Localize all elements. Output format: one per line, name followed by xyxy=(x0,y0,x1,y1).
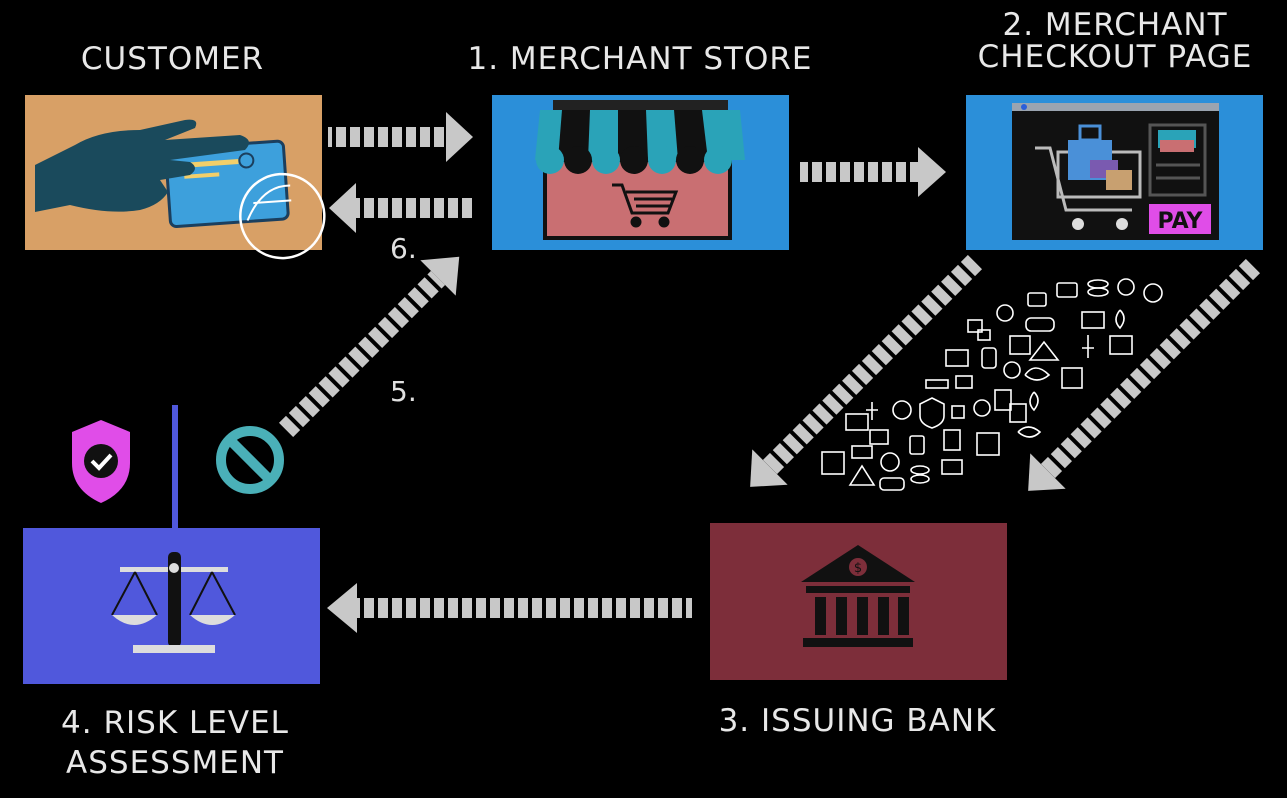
data-icons-cloud xyxy=(821,278,1163,491)
step-six-label: 6. xyxy=(390,232,417,265)
risk-title-line1: 4. RISK LEVEL xyxy=(61,705,289,741)
bank-icon: $ xyxy=(801,545,915,647)
bank-title: 3. ISSUING BANK xyxy=(718,703,997,739)
arrow-risk-to-store xyxy=(278,256,460,438)
arrow-checkout-to-bank-left xyxy=(750,254,983,487)
merchant-store-title: 1. MERCHANT STORE xyxy=(467,41,813,77)
pay-button: PAY xyxy=(1158,209,1204,234)
arrow-bank-to-risk xyxy=(327,583,692,633)
risk-box xyxy=(23,405,320,684)
checkout-box: PAY xyxy=(966,95,1263,250)
shield-check-icon xyxy=(72,420,130,503)
checkout-title-line2: CHECKOUT PAGE xyxy=(977,39,1253,75)
arrow-customer-to-store xyxy=(328,112,473,162)
customer-title: CUSTOMER xyxy=(80,41,265,77)
shopping-cart-icon xyxy=(612,183,679,228)
checkout-screen-icon: PAY xyxy=(1012,103,1219,240)
customer-box xyxy=(25,95,326,260)
arrow-checkout-to-bank-right xyxy=(1028,258,1261,491)
arrow-store-to-checkout xyxy=(800,147,946,197)
arrow-store-to-customer xyxy=(329,183,474,233)
block-icon xyxy=(216,426,284,494)
hand-card-icon xyxy=(35,119,326,260)
step-five-label: 5. xyxy=(390,375,417,408)
risk-title-line2: ASSESSMENT xyxy=(66,745,284,781)
storefront-icon xyxy=(535,100,745,240)
merchant-store-box xyxy=(492,95,789,250)
scale-icon xyxy=(111,552,236,653)
bank-box: $ xyxy=(710,523,1007,680)
checkout-title-line1: 2. MERCHANT xyxy=(1002,7,1228,43)
svg-text:$: $ xyxy=(854,561,862,576)
